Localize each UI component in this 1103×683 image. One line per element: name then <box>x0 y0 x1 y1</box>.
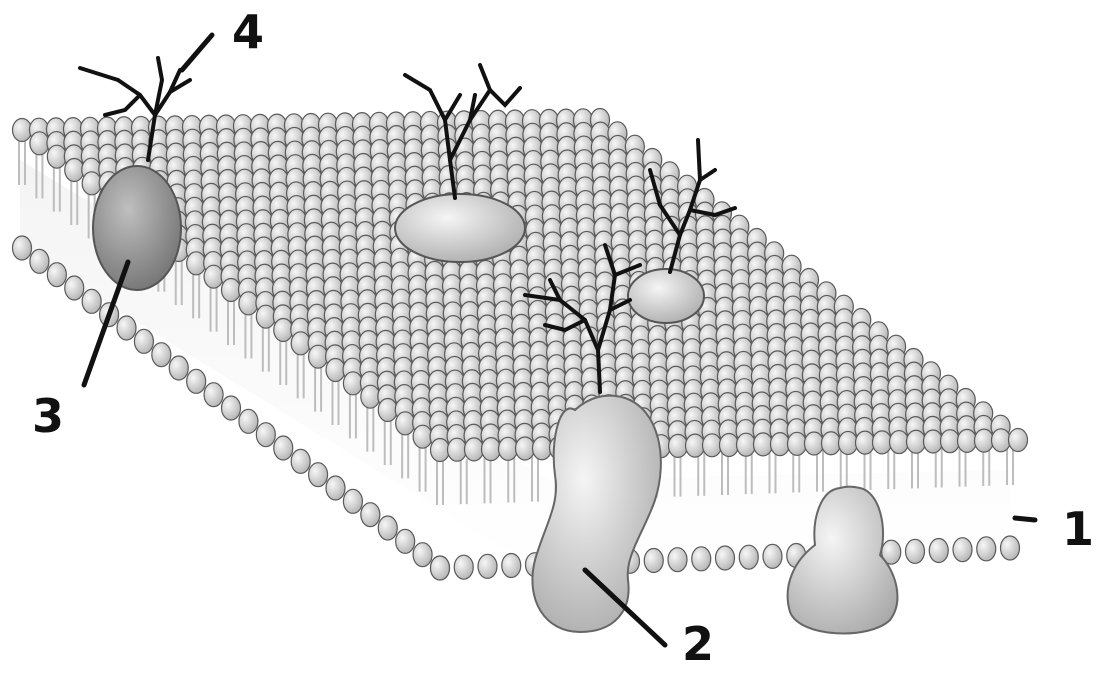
peripheral-protein-center <box>395 194 525 262</box>
phospholipid-head-lower <box>187 369 206 393</box>
phospholipid-head-lower <box>117 316 136 340</box>
phospholipid-head <box>413 425 432 448</box>
phospholipid-head <box>396 412 415 435</box>
phospholipid-head <box>448 438 467 461</box>
phospholipid-head-lower <box>13 236 32 260</box>
phospholipid-head-lower <box>906 539 925 563</box>
phospholipid-head-lower <box>239 409 258 433</box>
phospholipid-head-lower <box>413 543 432 567</box>
phospholipid-head <box>958 429 977 452</box>
phospholipid-head-lower <box>739 545 758 569</box>
label-4: 4 <box>232 5 264 59</box>
phospholipid-head-lower <box>644 549 663 573</box>
phospholipid-head <box>533 437 552 460</box>
phospholipid-head-lower <box>361 503 380 527</box>
pointer-line-1 <box>1015 518 1035 520</box>
label-2: 2 <box>682 617 714 671</box>
phospholipid-head <box>465 438 484 461</box>
phospholipid-head <box>274 319 293 342</box>
phospholipid-head <box>343 372 362 395</box>
phospholipid-head-lower <box>454 555 473 579</box>
phospholipid-head <box>65 159 84 182</box>
phospholipid-head <box>13 119 32 142</box>
phospholipid-head <box>771 433 790 456</box>
phospholipid-head <box>703 434 722 457</box>
phospholipid-head <box>975 429 994 452</box>
phospholipid-head <box>686 434 705 457</box>
phospholipid-head-lower <box>929 539 948 563</box>
phospholipid-head <box>431 439 450 462</box>
phospholipid-head-lower <box>716 546 735 570</box>
phospholipid-head <box>924 430 943 453</box>
phospholipid-head <box>805 432 824 455</box>
phospholipid-head-lower <box>204 383 223 407</box>
phospholipid-head-lower <box>431 556 450 580</box>
label-3: 3 <box>32 389 64 443</box>
phospholipid-head <box>499 437 518 460</box>
phospholipid-head-lower <box>326 476 345 500</box>
phospholipid-head-lower <box>65 276 84 300</box>
phospholipid-head-lower <box>291 449 310 473</box>
phospholipid-head-lower <box>309 463 328 487</box>
phospholipid-head <box>873 431 892 454</box>
phospholipid-head-lower <box>274 436 293 460</box>
phospholipid-head-lower <box>1001 536 1020 560</box>
phospholipid-head <box>82 172 101 195</box>
phospholipid-head-lower <box>134 329 153 353</box>
phospholipid-head <box>516 437 535 460</box>
phospholipid-head-lower <box>152 343 171 367</box>
phospholipid-head-lower <box>396 529 415 553</box>
phospholipid-head-lower <box>256 423 275 447</box>
phospholipid-head <box>941 430 960 453</box>
phospholipid-head <box>30 132 49 155</box>
phospholipid-head <box>309 345 328 368</box>
label-1: 1 <box>1062 502 1094 556</box>
phospholipid-head-lower <box>478 554 497 578</box>
phospholipid-head-lower <box>222 396 241 420</box>
phospholipid-head <box>204 265 223 288</box>
phospholipid-head-lower <box>47 263 66 287</box>
phospholipid-head <box>256 305 275 328</box>
phospholipid-head <box>890 431 909 454</box>
phospholipid-head-lower <box>30 249 49 273</box>
phospholipid-head <box>754 433 773 456</box>
phospholipid-head <box>187 252 206 275</box>
phospholipid-head <box>47 145 66 168</box>
phospholipid-head <box>737 433 756 456</box>
phospholipid-head-lower <box>692 547 711 571</box>
phospholipid-head <box>992 429 1011 452</box>
phospholipid-head <box>378 399 397 422</box>
phospholipid-head <box>822 432 841 455</box>
phospholipid-head <box>326 359 345 382</box>
phospholipid-head-lower <box>82 289 101 313</box>
phospholipid-head <box>1009 429 1028 452</box>
phospholipid-head <box>839 431 858 454</box>
phospholipid-head-lower <box>763 544 782 568</box>
phospholipid-head-lower <box>502 554 521 578</box>
phospholipid-head-lower <box>953 538 972 562</box>
phospholipid-head <box>907 430 926 453</box>
phospholipid-head <box>788 432 807 455</box>
phospholipid-head <box>291 332 310 355</box>
phospholipid-head <box>482 438 501 461</box>
phospholipid-head <box>720 434 739 457</box>
phospholipid-head <box>856 431 875 454</box>
peripheral-protein-right <box>628 269 704 323</box>
phospholipid-head-lower <box>378 516 397 540</box>
phospholipid-head <box>239 292 258 315</box>
phospholipid-head-lower <box>668 548 687 572</box>
phospholipid-head-lower <box>977 537 996 561</box>
peripheral-protein-left <box>93 166 181 290</box>
phospholipid-head <box>669 434 688 457</box>
phospholipid-head <box>222 279 241 302</box>
pointer-line-4 <box>182 35 212 70</box>
phospholipid-head-lower <box>169 356 188 380</box>
phospholipid-head-lower <box>343 489 362 513</box>
phospholipid-head <box>361 385 380 408</box>
